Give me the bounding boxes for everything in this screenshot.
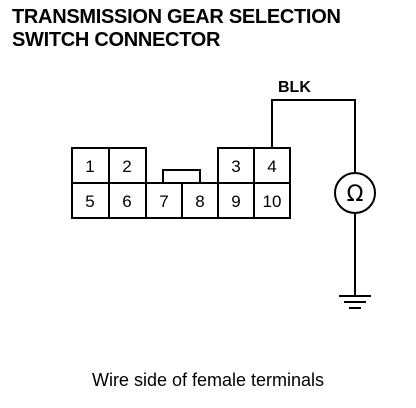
terminal-2: 2	[122, 157, 131, 176]
title-line-1: TRANSMISSION GEAR SELECTION	[12, 6, 341, 28]
terminal-9: 9	[231, 192, 240, 211]
terminal-6: 6	[122, 192, 131, 211]
ohmmeter-icon: Ω	[334, 172, 376, 214]
ohm-symbol: Ω	[347, 182, 364, 207]
terminal-10: 10	[263, 192, 282, 211]
terminal-8: 8	[195, 192, 204, 211]
ground-icon	[339, 295, 371, 309]
test-lead-wire	[271, 99, 356, 172]
terminal-4: 4	[267, 157, 276, 176]
terminal-5: 5	[85, 192, 94, 211]
wire-color-label: BLK	[278, 79, 311, 96]
connector-lock-tab	[162, 169, 201, 183]
terminal-3: 3	[231, 157, 240, 176]
title-line-2: SWITCH CONNECTOR	[12, 29, 221, 51]
connector-housing	[71, 147, 291, 219]
diagram-caption: Wire side of female terminals	[91, 370, 325, 390]
diagram-title: TRANSMISSION GEAR SELECTION SWITCH CONNE…	[12, 6, 341, 52]
terminal-7: 7	[159, 192, 168, 211]
terminal-1: 1	[85, 157, 94, 176]
